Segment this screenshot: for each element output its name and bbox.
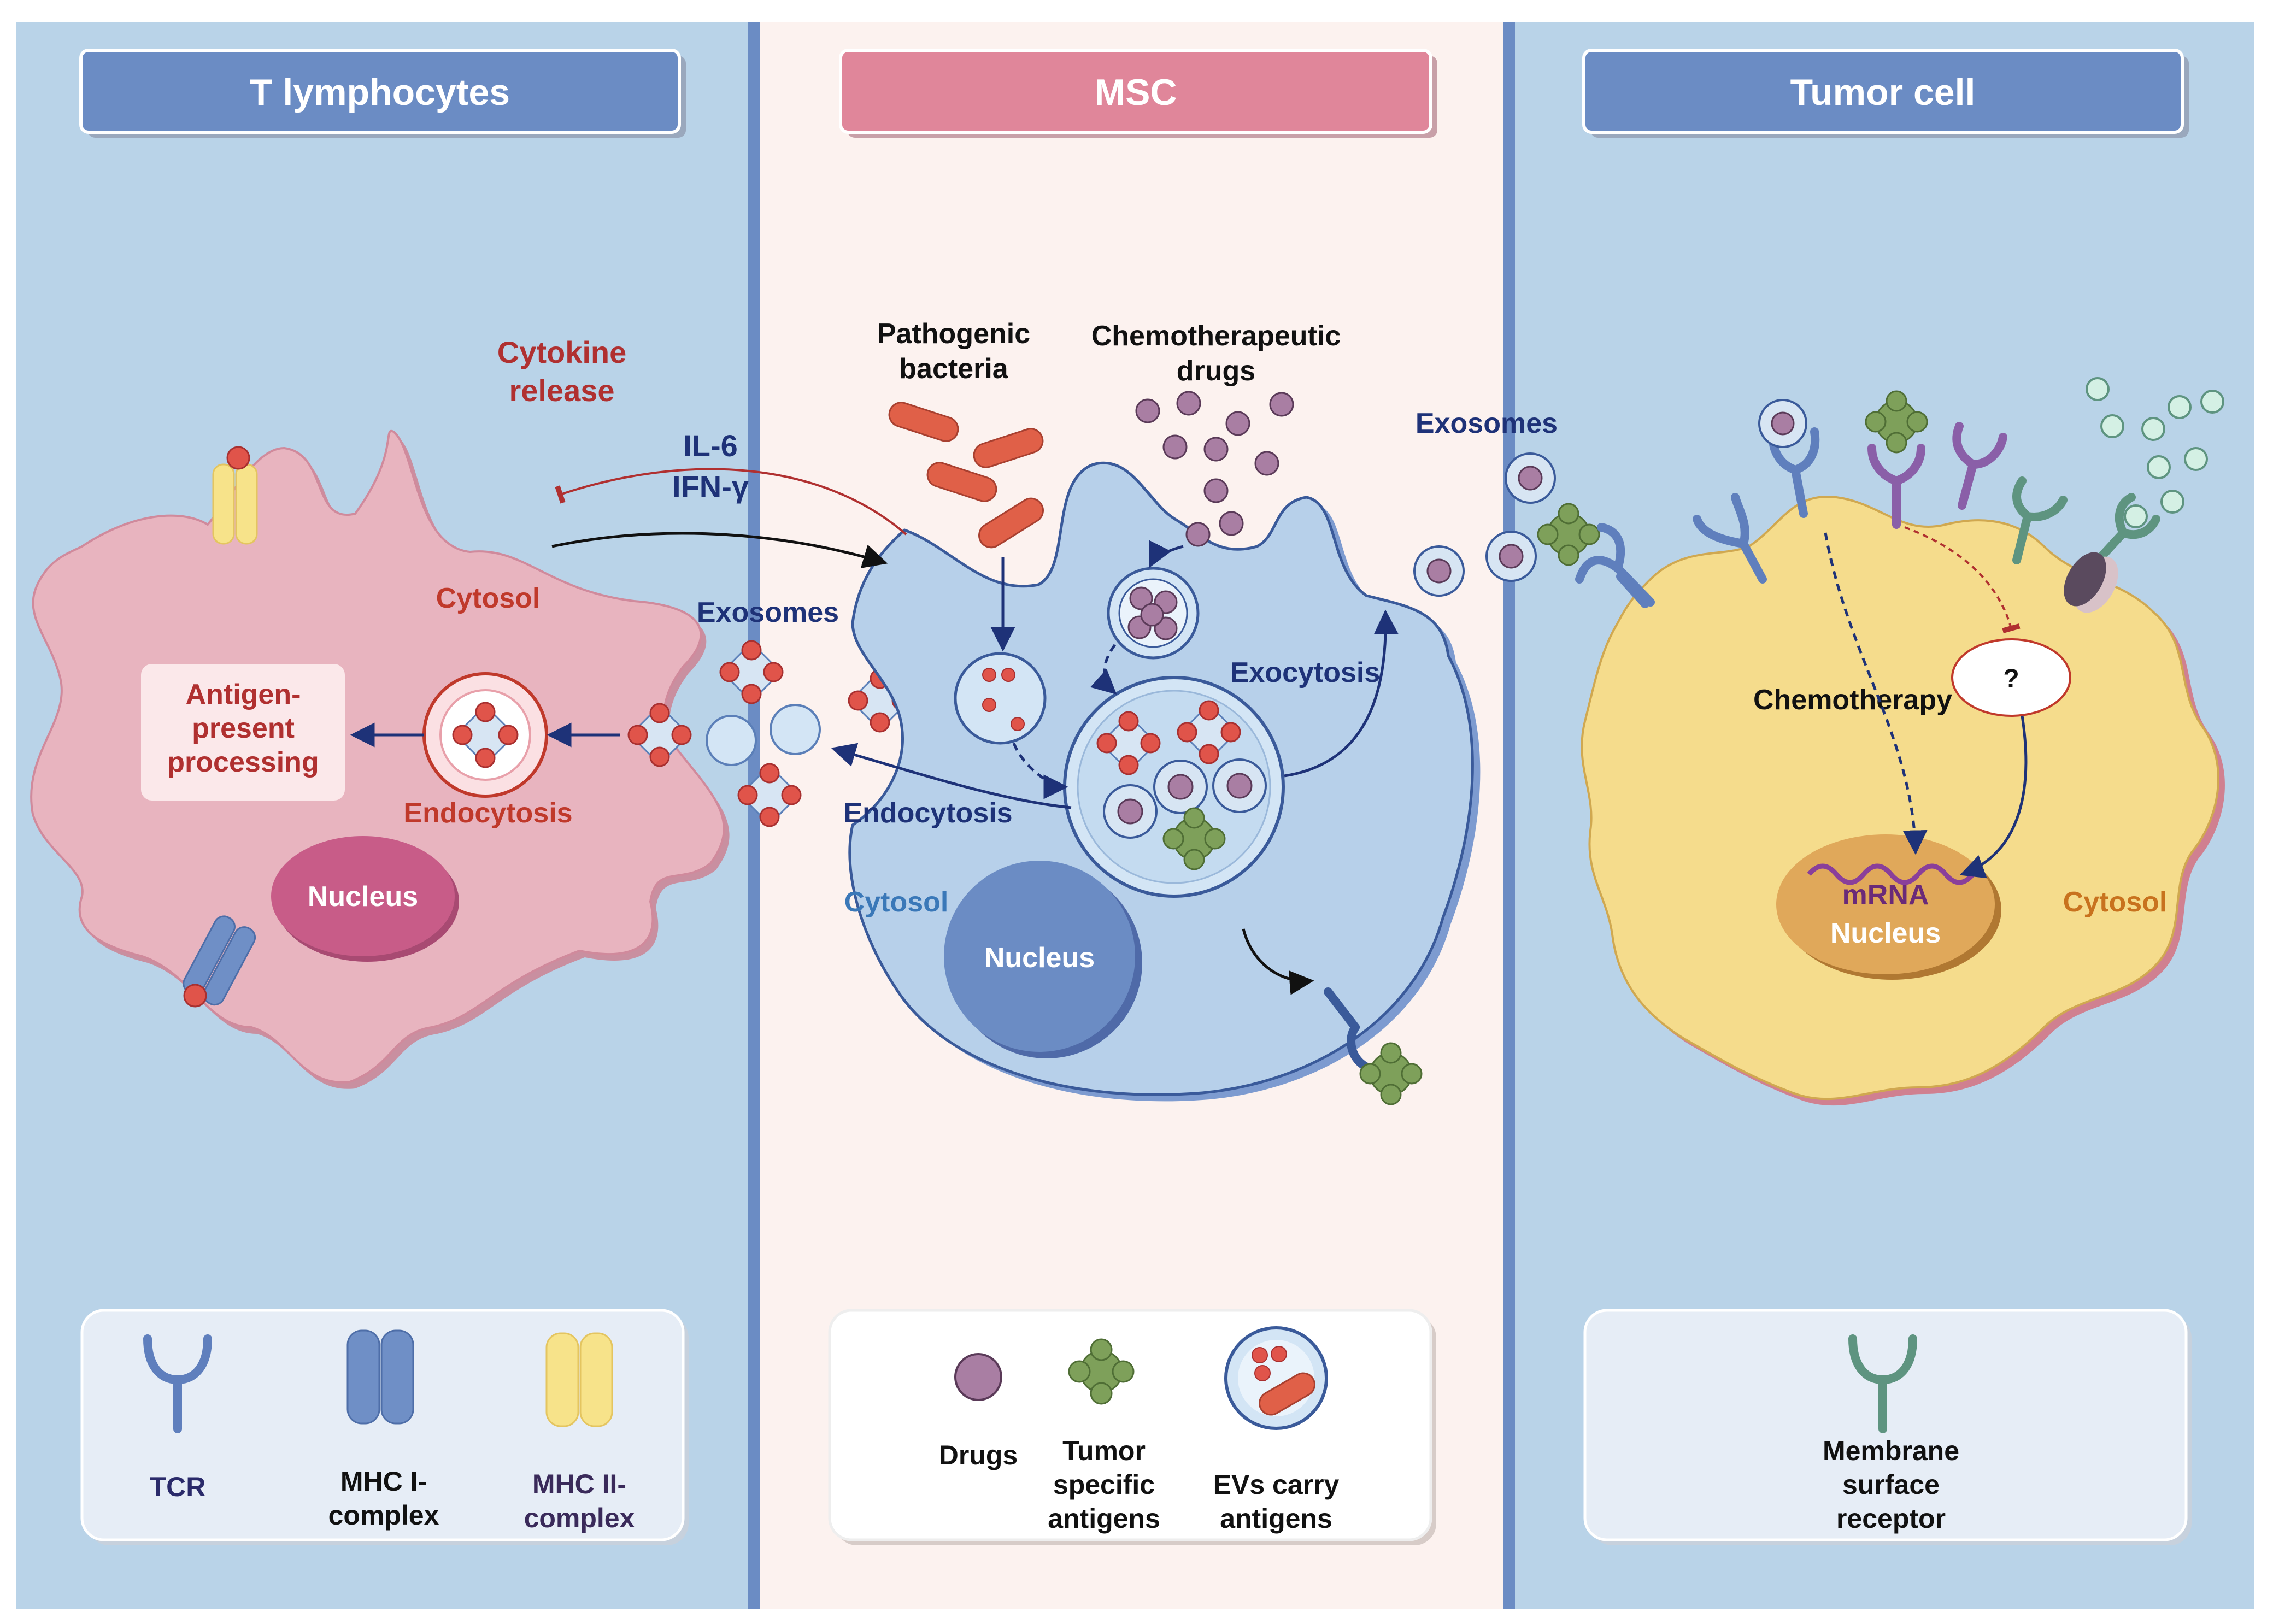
teal-vesicles xyxy=(2086,377,2224,528)
legend-center: Drugs Tumor specific antigens EVs carry … xyxy=(828,1309,1436,1545)
legend-drug-icon xyxy=(954,1353,1002,1401)
legend-receptor-line3: receptor xyxy=(1836,1503,1946,1534)
exosomes-label-right: Exosomes xyxy=(1416,408,1558,439)
msc-nucleus: Nucleus xyxy=(944,861,1142,1058)
t-cell-nucleus-label: Nucleus xyxy=(308,881,418,913)
chemotherapy-dashed-arrow xyxy=(1824,532,1928,855)
tumor-receptor-green-1 xyxy=(2012,476,2068,564)
t-cell-nucleus: Nucleus xyxy=(271,836,459,962)
il6-label: IL-6 xyxy=(683,428,738,463)
legend-mhc1-line2: complex xyxy=(328,1500,439,1531)
msc-endocytosis-arrow xyxy=(831,743,1072,809)
left-panel-title: T lymphocytes xyxy=(250,72,510,113)
tumor-receptor-purple-2 xyxy=(1952,422,2007,510)
legend-mhc2-line2: complex xyxy=(524,1503,635,1533)
chemotherapy-label: Chemotherapy xyxy=(1753,684,1952,716)
right-panel-title: Tumor cell xyxy=(1790,72,1976,113)
pathogenic-bacteria-line2: bacteria xyxy=(899,353,1009,385)
t-cell-to-msc-arrow xyxy=(551,532,888,568)
question-to-mrna-arrow xyxy=(1959,715,2028,879)
t-cell-endosome xyxy=(422,672,548,798)
tumor-cytosol-label: Cytosol xyxy=(2063,886,2168,918)
legend-mhc2-line1: MHC II- xyxy=(532,1469,626,1499)
legend-receptor-line1: Membrane xyxy=(1823,1435,1959,1466)
t-cell xyxy=(30,429,730,1089)
legend-tcr-label: TCR xyxy=(150,1472,206,1502)
ifn-gamma-label: IFN-γ xyxy=(672,469,749,504)
drug-particles xyxy=(1135,391,1294,547)
vesicle-fusion-arrow-2 xyxy=(1090,644,1117,695)
center-panel-title: MSC xyxy=(1094,72,1177,113)
msc-endocytosis-label: Endocytosis xyxy=(843,797,1012,829)
pathogenic-bacteria-line1: Pathogenic xyxy=(877,318,1030,350)
cytokine-release-line1: Cytokine xyxy=(497,335,627,369)
antigen-box-line1: Antigen- xyxy=(186,679,301,710)
legend-right: Membrane surface receptor xyxy=(1583,1309,2192,1545)
cytokine-release-line2: release xyxy=(509,373,614,408)
antigen-box-line2: present xyxy=(192,713,295,744)
legend-drugs-label: Drugs xyxy=(939,1440,1018,1470)
tumor-receptor-purple-1 xyxy=(1867,444,1925,529)
legend-left: TCR MHC I- complex MHC II- complex xyxy=(80,1309,689,1545)
msc-drug-vesicle xyxy=(1107,567,1200,660)
msc-exocytosis-label: Exocytosis xyxy=(1230,657,1381,689)
drug-uptake-arrow xyxy=(1149,540,1184,568)
tumor-cell xyxy=(1581,495,2225,1106)
unknown-mechanism-bubble: ? xyxy=(1951,638,2071,717)
legend-antigens-line1: Tumor xyxy=(1062,1435,1146,1466)
question-mark: ? xyxy=(2003,664,2019,693)
legend-tcr-icon xyxy=(143,1334,212,1433)
mrna-strand xyxy=(1807,863,1975,885)
right-divider xyxy=(1503,22,1515,1609)
msc-surface-receptor xyxy=(1324,987,1423,1105)
legend-ev-icon xyxy=(1224,1326,1328,1430)
legend-receptor-icon xyxy=(1848,1334,1917,1433)
legend-mhc1-icon xyxy=(346,1329,414,1425)
tumor-tcr-receptor-2 xyxy=(1693,493,1767,584)
right-panel-header: Tumor cell xyxy=(1582,49,2189,138)
receptor-inhibition-dashed xyxy=(1904,526,2021,633)
pathogenic-bacteria xyxy=(888,402,1044,549)
antigen-processing-box: Antigen- present processing xyxy=(141,664,345,801)
legend-receptor-line2: surface xyxy=(1842,1469,1940,1500)
msc-bacteria-vesicle xyxy=(954,652,1047,745)
tumor-nucleus-label: Nucleus xyxy=(1830,917,1941,949)
antigen-box-line3: processing xyxy=(167,746,319,778)
exocytosis-arrow xyxy=(1284,609,1399,778)
center-panel-header: MSC xyxy=(839,49,1437,138)
tumor-left-bound-receptor xyxy=(1616,572,1649,608)
mrna-label: mRNA xyxy=(1842,879,1929,911)
exosomes-label-left: Exosomes xyxy=(697,597,839,628)
legend-antigens-line3: antigens xyxy=(1048,1503,1160,1534)
cytokine-inhibition-line xyxy=(555,468,907,536)
bound-exosome-drug xyxy=(1771,411,1795,436)
msc-nucleus-label: Nucleus xyxy=(984,942,1095,974)
legend-mhc2-icon xyxy=(545,1332,613,1427)
tumor-nucleus: mRNA Nucleus xyxy=(1776,834,2001,980)
antigen-presentation-arrow xyxy=(1242,928,1314,995)
tumor-membrane-channel xyxy=(2064,552,2118,613)
legend-evs-line2: antigens xyxy=(1220,1503,1332,1534)
left-divider xyxy=(748,22,760,1609)
legend-antigen-icon xyxy=(1068,1338,1135,1405)
chemo-drugs-line2: drugs xyxy=(1177,355,1255,387)
t-cell-cytosol-label: Cytosol xyxy=(436,582,541,614)
legend-antigens-line2: specific xyxy=(1053,1469,1155,1500)
bound-antigen xyxy=(1865,390,1928,454)
free-exosomes-right xyxy=(1413,452,1600,597)
left-panel-header: T lymphocytes xyxy=(79,49,686,138)
mhc1-antigen xyxy=(183,984,207,1008)
t-cell-endocytosis-label: Endocytosis xyxy=(403,797,572,829)
multivesicular-body xyxy=(1063,676,1285,898)
legend-evs-line1: EVs carry xyxy=(1213,1469,1340,1500)
legend-mhc1-line1: MHC I- xyxy=(340,1466,427,1497)
mhc2-complex-top xyxy=(212,446,258,545)
mhc1-complex-bottom xyxy=(183,915,256,1006)
chemo-drugs-line1: Chemotherapeutic xyxy=(1091,320,1341,352)
msc-cytosol-label: Cytosol xyxy=(844,886,949,918)
